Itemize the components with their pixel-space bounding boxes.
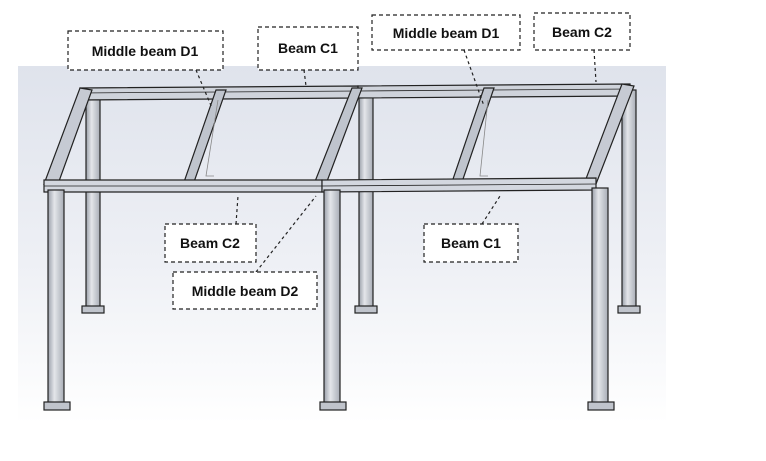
front-middle-post	[323, 189, 341, 405]
callout-middle-beam-d2: Middle beam D2	[172, 271, 318, 310]
callout-box	[371, 14, 521, 51]
back-middle-post	[358, 93, 374, 311]
middle-beams-d1	[183, 87, 495, 183]
callout-box	[164, 223, 257, 263]
front-middle-foot	[319, 401, 347, 411]
callout-label: Middle beam D1	[92, 43, 199, 59]
callout-box	[257, 26, 359, 71]
front-left-foot	[43, 401, 71, 411]
callout-label: Beam C1	[278, 40, 338, 56]
callout-beam-c2-bottom: Beam C2	[164, 223, 257, 263]
leader-d2	[255, 195, 317, 273]
leader-lines	[195, 49, 597, 273]
front-posts	[43, 187, 615, 411]
callout-middle-beam-d1-right: Middle beam D1	[371, 14, 521, 51]
callout-box	[533, 12, 631, 51]
callout-beam-c1-bottom: Beam C1	[423, 223, 519, 263]
back-left-foot	[81, 305, 105, 314]
back-posts	[81, 89, 641, 314]
leader-c2-top	[593, 49, 597, 83]
front-beams	[43, 177, 597, 193]
callout-label: Beam C2	[180, 235, 240, 251]
back-right-foot	[617, 305, 641, 314]
hanger-lines	[205, 99, 489, 177]
front-left-post	[47, 189, 65, 405]
back-middle-foot	[354, 305, 378, 314]
side-beams	[43, 83, 635, 185]
callout-beam-c2-top: Beam C2	[533, 12, 631, 51]
callout-middle-beam-d1-left: Middle beam D1	[67, 30, 224, 71]
callout-beam-c1-top: Beam C1	[257, 26, 359, 71]
callout-label: Beam C1	[441, 235, 501, 251]
leader-c2-bottom	[235, 195, 239, 225]
back-left-post	[85, 93, 101, 311]
callout-box	[172, 271, 318, 310]
callout-label: Middle beam D1	[393, 25, 500, 41]
front-right-post	[591, 187, 609, 405]
back-right-post	[621, 89, 637, 311]
leader-d1-left	[195, 69, 213, 109]
callout-box	[67, 30, 224, 71]
callout-box	[423, 223, 519, 263]
leader-c1-top	[303, 69, 307, 87]
leader-d1-right	[463, 49, 485, 107]
callout-label: Middle beam D2	[192, 283, 299, 299]
front-right-foot	[587, 401, 615, 411]
callout-label: Beam C2	[552, 24, 612, 40]
